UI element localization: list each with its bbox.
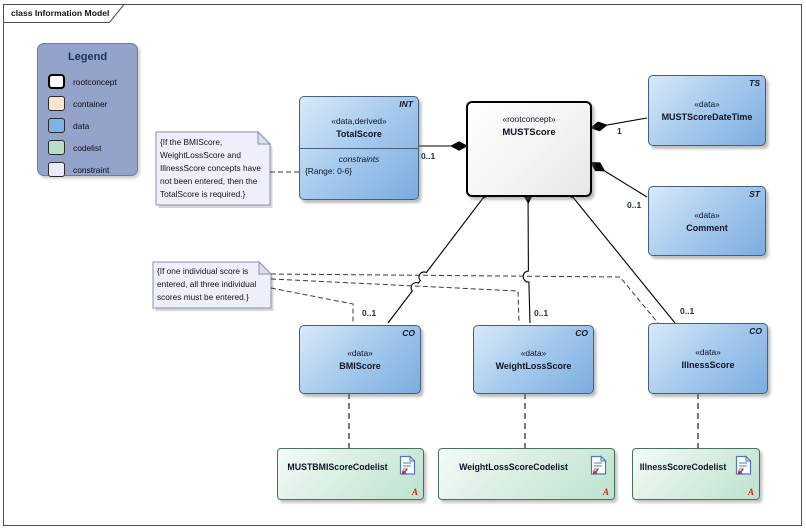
class-name: MUSTScore (502, 127, 556, 138)
multiplicity-weightlossscore: 0..1 (534, 308, 549, 318)
multiplicity-bmiscore: 0..1 (362, 308, 377, 318)
type-tag: TS (749, 78, 760, 88)
codelist-name: WeightLossScoreCodelist (459, 462, 568, 472)
legend-item-label: codelist (73, 142, 102, 153)
codelist-name: MUSTBMIScoreCodelist (287, 462, 388, 472)
legend-item-codelist: codelist (48, 140, 101, 155)
class-name: WeightLossScore (495, 361, 572, 371)
class-comment[interactable]: ST «data» Comment (648, 186, 766, 256)
document-icon (735, 455, 752, 475)
stereotype: «data,derived» (331, 115, 387, 126)
class-name: Comment (686, 222, 728, 233)
data-swatch-icon (48, 118, 65, 133)
stereotype: «data» (520, 348, 547, 358)
legend-title: Legend (67, 51, 108, 63)
legend-item-data: data (48, 118, 89, 133)
type-tag: CO (402, 328, 415, 338)
class-totalscore[interactable]: INT «data,derived» TotalScore constraint… (299, 96, 419, 200)
class-name: MUSTScoreDateTime (661, 112, 753, 122)
constraint-note-individual[interactable]: {If one individual score is entered, all… (157, 266, 257, 302)
note-dogear-icon (258, 260, 273, 275)
class-weightlossscore[interactable]: CO «data» WeightLossScore (473, 325, 594, 394)
class-bmiscore[interactable]: CO «data» BMIScore (299, 325, 421, 394)
constraint-swatch-icon (48, 162, 65, 177)
multiplicity-comment: 0..1 (627, 200, 642, 210)
multiplicity-totalscore: 0..1 (421, 151, 436, 161)
codelist-mustbmiscorecodelist[interactable]: MUSTBMIScoreCodelist A (277, 448, 424, 500)
class-name: TotalScore (336, 128, 382, 139)
legend-item-container: container (48, 96, 107, 111)
constraint-value: {Range: 0-6} (305, 166, 353, 176)
class-name: BMIScore (339, 361, 381, 371)
composition-mustscore-illnessscore[interactable] (562, 184, 676, 324)
codelist-weightlossscorecodelist[interactable]: WeightLossScoreCodelist A (438, 448, 615, 500)
multiplicity-illnessscore: 0..1 (680, 306, 695, 316)
document-icon (399, 455, 416, 475)
diagram-tab (3, 4, 126, 23)
class-name: IllnessScore (681, 360, 735, 370)
class-illnessscore[interactable]: CO «data» IllnessScore (648, 323, 768, 394)
stereotype: «data» (695, 347, 721, 357)
diagram-frame (3, 4, 802, 526)
type-tag: CO (749, 326, 762, 336)
stereotype: «rootconcept» (502, 114, 556, 124)
note-dogear-icon (257, 130, 272, 145)
class-mustscore[interactable]: «rootconcept» MUSTScore (466, 101, 592, 197)
legend-item-label: container (73, 98, 108, 109)
codelist-swatch-icon (48, 140, 65, 155)
constraints-label: constraints (338, 154, 380, 164)
container-swatch-icon (48, 96, 65, 111)
codelist-name: IllnessScoreCodelist (639, 462, 727, 472)
composition-diamond-icon (590, 162, 606, 172)
composition-mustscore-weightlossscore[interactable] (522, 185, 531, 324)
stereotype: «data» (694, 209, 720, 220)
notelink-individual-rule-illnessscore[interactable] (270, 273, 659, 324)
constraint-note-shape-total[interactable] (155, 131, 271, 206)
legend-item-constraint: constraint (48, 162, 109, 177)
document-icon (590, 455, 607, 475)
artifact-badge: A (411, 487, 418, 497)
composition-mustscore-bmiscore[interactable] (387, 184, 494, 324)
codelist-illnessscorecodelist[interactable]: IllnessScoreCodelist A (632, 448, 760, 500)
stereotype: «data» (347, 348, 373, 358)
notelink-individual-rule-weightlossscore[interactable] (270, 278, 520, 324)
class-mustscoredatetime[interactable]: TS «data» MUSTScoreDateTime (648, 75, 766, 146)
type-tag: CO (575, 328, 588, 338)
totalscore-constraints-compartment: constraints {Range: 0-6} (300, 149, 418, 199)
constraint-note-shape-individual[interactable] (152, 261, 272, 309)
stereotype: «data» (694, 99, 720, 109)
legend-item-label: constraint (73, 164, 110, 175)
type-tag: INT (399, 99, 413, 109)
legend-item-label: data (73, 120, 90, 131)
legend-item-label: rootconcept (73, 76, 117, 87)
type-tag: ST (749, 189, 760, 199)
totalscore-name-compartment: INT «data,derived» TotalScore (300, 97, 418, 149)
composition-diamond-icon (450, 141, 468, 151)
diagram-tab-label: class Information Model (11, 8, 110, 18)
composition-diamond-icon (590, 121, 608, 132)
artifact-badge: A (747, 487, 754, 497)
artifact-badge: A (602, 487, 609, 497)
legend-item-rootconcept: rootconcept (48, 74, 117, 89)
rootconcept-swatch-icon (48, 74, 65, 89)
constraint-note-totalscore[interactable]: {If the BMIScore, WeightLossScore and Il… (160, 137, 262, 199)
legend[interactable]: Legend rootconcept container data codeli… (37, 43, 138, 177)
notelink-individual-rule-bmiscore[interactable] (270, 287, 354, 323)
multiplicity-datetime: 1 (617, 126, 622, 136)
